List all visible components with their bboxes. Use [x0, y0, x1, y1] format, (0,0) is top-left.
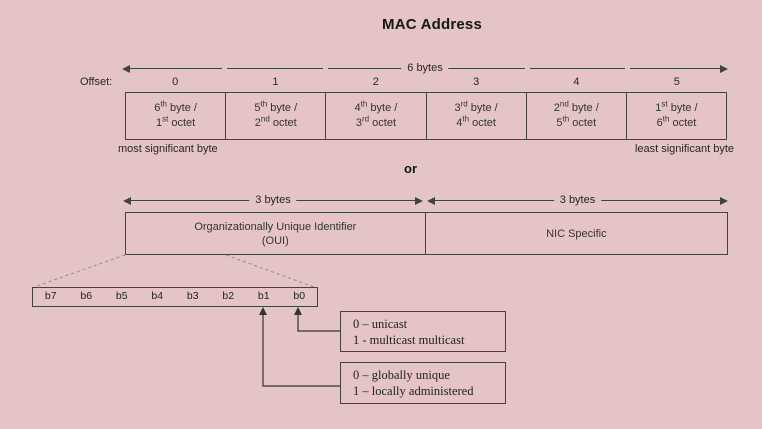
offset-5: 5	[673, 76, 680, 88]
multicast-line: 1 - multicast multicast	[353, 333, 465, 347]
offsets-row: 0 1 2 3 4 5	[125, 76, 727, 88]
offset-3: 3	[473, 76, 480, 88]
lsb-label: least significant byte	[634, 143, 734, 155]
globally-unique-line: 0 – globally unique	[353, 368, 450, 382]
oui-line1: Organizationally Unique Identifier	[194, 220, 357, 233]
nic-label: NIC Specific	[546, 227, 607, 240]
byte-cell-5: 1st byte /6th octet	[625, 93, 726, 139]
oui-cell: Organizationally Unique Identifier (OUI)	[126, 213, 426, 254]
line-gap	[323, 67, 328, 70]
b0-connector-line	[297, 314, 340, 332]
arrowhead-right-icon	[720, 65, 728, 73]
offset-4: 4	[573, 76, 580, 88]
b1-arrowhead-icon	[259, 307, 267, 315]
oui-bytes-span: 3 bytes	[123, 194, 423, 206]
six-bytes-label: 6 bytes	[401, 62, 449, 74]
offset-1: 1	[272, 76, 279, 88]
byte-cell-2: 4th byte /3rd octet	[325, 93, 425, 139]
unicast-line: 0 – unicast	[353, 317, 408, 331]
oui-bytes-label: 3 bytes	[249, 194, 297, 206]
nic-cell: NIC Specific	[426, 213, 727, 254]
expansion-dashed-line-right	[225, 254, 315, 288]
arrowhead-left-icon	[427, 197, 435, 205]
nic-bytes-label: 3 bytes	[553, 194, 602, 206]
bit-label-b6: b6	[80, 290, 93, 302]
arrowhead-right-icon	[720, 197, 728, 205]
diagram-title: MAC Address	[382, 16, 482, 33]
expansion-dashed-line-left	[33, 254, 126, 288]
byte-cell-3: 3rd byte /4th octet	[425, 93, 526, 139]
oui-nic-table: Organizationally Unique Identifier (OUI)…	[125, 212, 728, 255]
line-gap	[625, 67, 630, 70]
byte-cell-1: 5th byte /2nd octet	[225, 93, 325, 139]
byte-cell-4: 2nd byte /5th octet	[525, 93, 626, 139]
callout-global-local: 0 – globally unique 1 – locally administ…	[340, 362, 506, 404]
arrowhead-left-icon	[122, 65, 130, 73]
oui-line2: (OUI)	[261, 234, 289, 247]
six-bytes-span: 6 bytes	[122, 62, 728, 74]
line-gap	[222, 67, 227, 70]
or-label: or	[404, 161, 417, 176]
bit-label-b7: b7	[44, 290, 57, 302]
offset-label: Offset:	[80, 76, 113, 88]
msb-label: most significant byte	[118, 143, 218, 155]
locally-administered-line: 1 – locally administered	[353, 384, 474, 398]
byte-cell-0: 6th byte /1st octet	[154, 99, 197, 129]
bit-label-b4: b4	[151, 290, 164, 302]
b0-arrowhead-icon	[294, 307, 302, 315]
nic-bytes-span: 3 bytes	[427, 194, 728, 206]
arrowhead-left-icon	[123, 197, 131, 205]
offset-0: 0	[172, 76, 179, 88]
bit-label-b2: b2	[222, 290, 235, 302]
bit-label-b1: b1	[257, 290, 270, 302]
arrowhead-right-icon	[415, 197, 423, 205]
bit-label-b0: b0	[293, 290, 306, 302]
bit-label-b5: b5	[115, 290, 128, 302]
line-gap	[525, 67, 530, 70]
offset-2: 2	[372, 76, 379, 88]
bit-label-b3: b3	[186, 290, 199, 302]
b1-connector-line	[262, 314, 340, 387]
callout-unicast-multicast: 0 – unicast 1 - multicast multicast	[340, 311, 506, 352]
bit-field: b7 b6 b5 b4 b3 b2 b1 b0	[32, 287, 318, 307]
